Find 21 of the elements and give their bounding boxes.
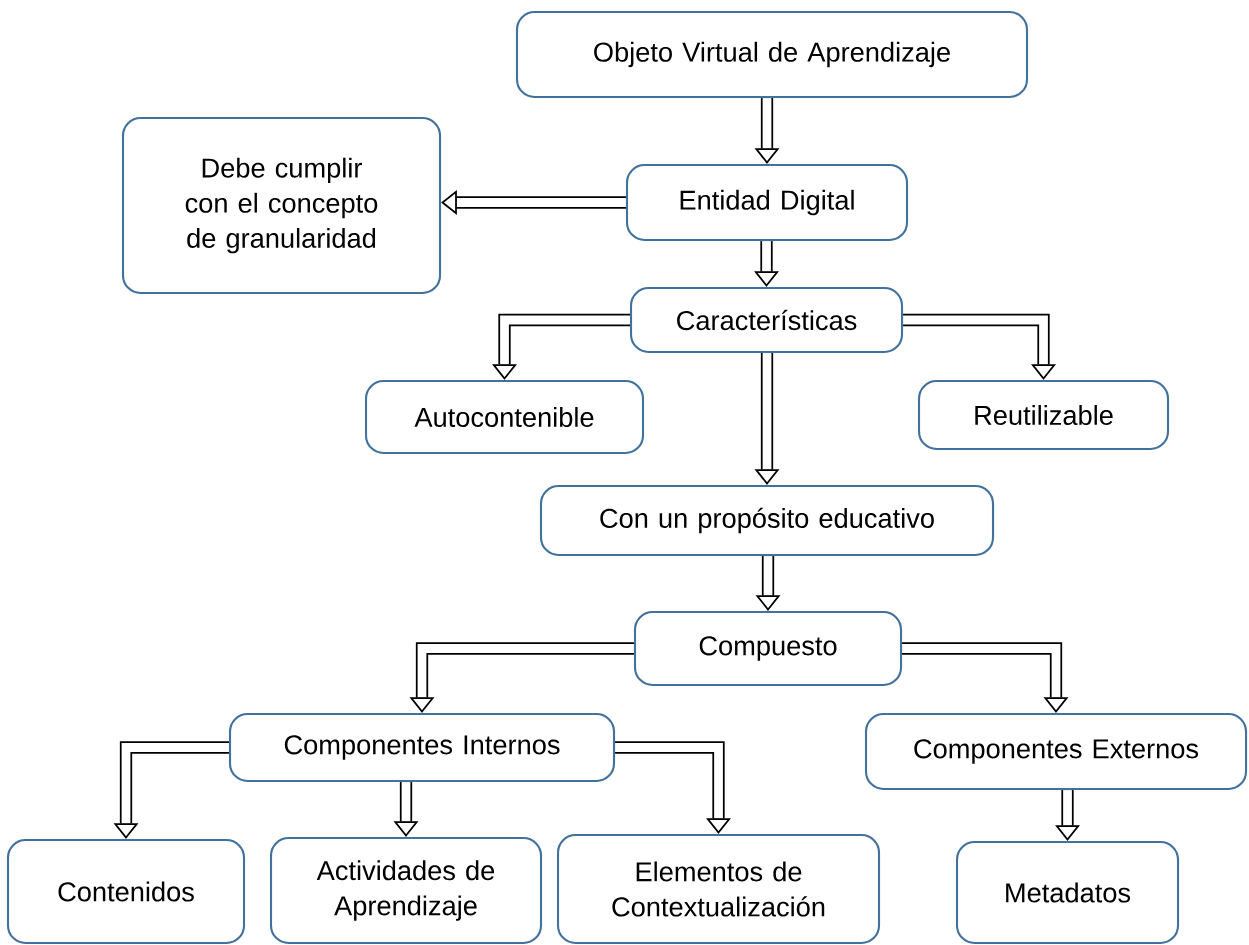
process-box: Reutilizable	[917, 379, 1170, 451]
process-box: Autocontenible	[364, 379, 645, 455]
block-arrow	[615, 741, 731, 834]
process-box: Elementos de Contextualización	[556, 833, 881, 945]
process-box: Componentes Externos	[864, 712, 1248, 791]
block-arrow	[754, 241, 779, 287]
process-box: Componentes Internos	[228, 712, 616, 783]
block-arrow	[1055, 790, 1080, 841]
process-box: Características	[629, 286, 904, 354]
process-box: Objeto Virtual de Aprendizaje	[515, 10, 1029, 99]
block-arrow	[441, 190, 626, 215]
process-box: Contenidos	[6, 838, 246, 945]
process-box: Entidad Digital	[625, 163, 909, 242]
process-box: Metadatos	[955, 840, 1180, 945]
process-box: Debe cumplir con el concepto de granularidad	[121, 116, 442, 295]
process-box: Compuesto	[633, 610, 903, 687]
block-arrow	[902, 642, 1069, 713]
process-box: Con un propósito educativo	[539, 484, 995, 557]
block-arrow	[492, 313, 630, 380]
block-arrow	[903, 313, 1056, 380]
process-box: Actividades de Aprendizaje	[269, 836, 543, 945]
